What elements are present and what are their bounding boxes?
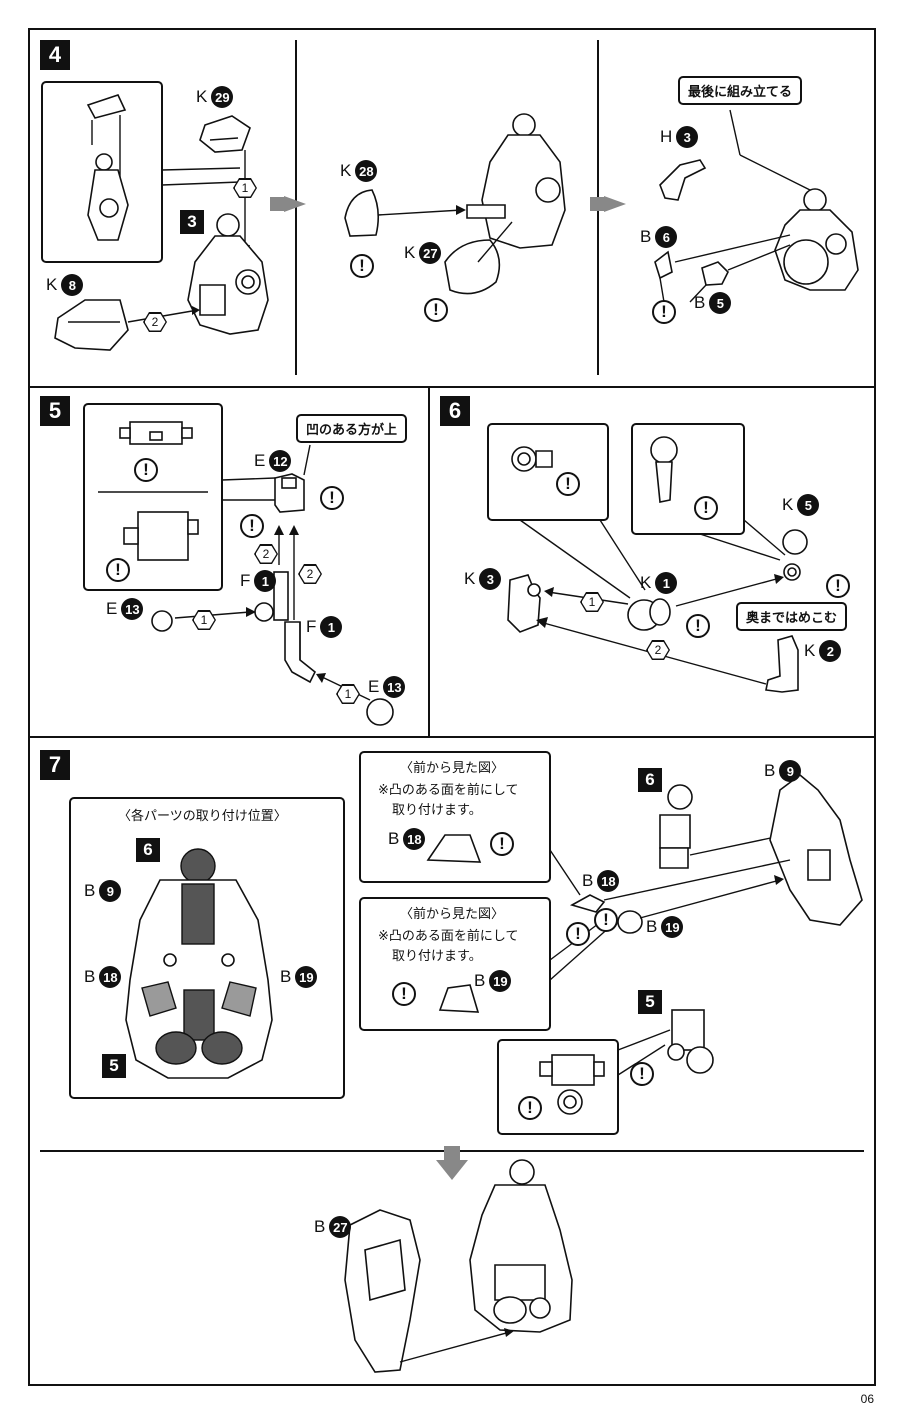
front-view-note: ※凸のある面を前にして [378,783,519,798]
assemble-last-callout: 最後に組み立てる [678,76,803,105]
front-view-title: 〈前から見た図〉 [400,907,505,922]
caution-icon: ! [106,558,130,582]
caution-icon: ! [652,300,676,324]
front-view-note: 取り付けます。 [392,949,482,964]
order-1-marker: 1 [192,610,216,630]
subassembly-5-part: 5 [638,990,662,1014]
page-frame [28,28,876,1386]
page-number: 06 [860,1392,874,1406]
subassembly-5: 5 [102,1054,126,1078]
caution-icon: ! [594,908,618,932]
divider-row1 [28,386,876,388]
parts-position-title: 〈各パーツの取り付け位置〉 [118,809,287,824]
recess-up-callout: 凹のある方が上 [296,414,408,443]
order-2-marker: 2 [298,564,322,584]
push-fully-in-callout: 奥まではめこむ [736,602,848,631]
step-number-6: 6 [440,396,470,426]
step-number-5: 5 [40,396,70,426]
caution-icon: ! [392,982,416,1006]
order-1-marker: 1 [580,592,604,612]
caution-icon: ! [424,298,448,322]
caution-icon: ! [826,574,850,598]
caution-icon: ! [686,614,710,638]
subassembly-3: 3 [180,210,204,234]
front-view-title: 〈前から見た図〉 [400,761,505,776]
caution-icon: ! [350,254,374,278]
caution-icon: ! [556,472,580,496]
order-2-marker: 2 [254,544,278,564]
divider-row2 [28,736,876,738]
order-1-marker: 1 [233,178,257,198]
subassembly-6-part: 6 [638,768,662,792]
caution-icon: ! [694,496,718,520]
order-2-marker: 2 [646,640,670,660]
order-1-marker: 1 [336,684,360,704]
step-number-7: 7 [40,750,70,780]
caution-icon: ! [134,458,158,482]
caution-icon: ! [240,514,264,538]
subassembly-6: 6 [136,838,160,862]
step-number-4: 4 [40,40,70,70]
divider-step5-6 [428,386,430,738]
caution-icon: ! [490,832,514,856]
order-2-marker: 2 [143,312,167,332]
front-view-note: 取り付けます。 [392,803,482,818]
caution-icon: ! [630,1062,654,1086]
front-view-note: ※凸のある面を前にして [378,929,519,944]
caution-icon: ! [566,922,590,946]
caution-icon: ! [518,1096,542,1120]
caution-icon: ! [320,486,344,510]
